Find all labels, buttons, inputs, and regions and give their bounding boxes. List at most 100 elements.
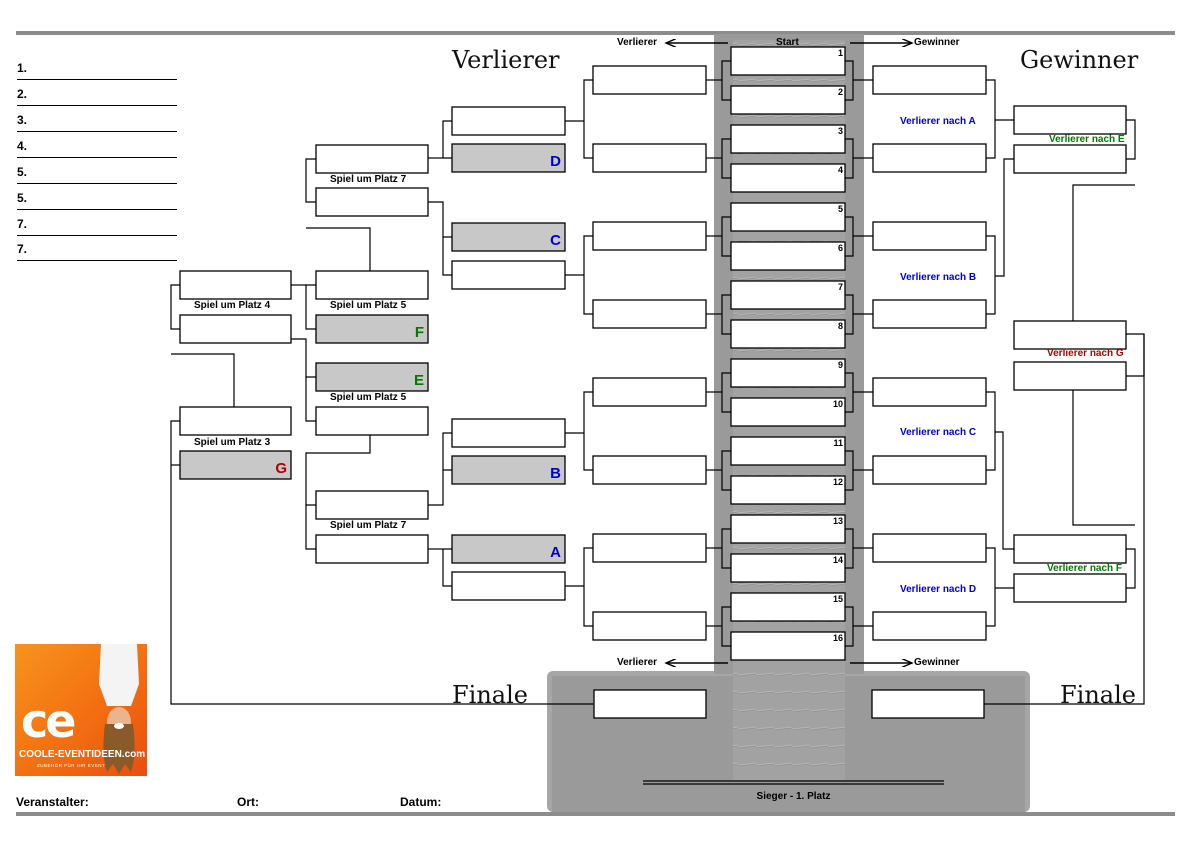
connector-line xyxy=(583,79,593,159)
connector-line xyxy=(995,431,1014,550)
start-match-slot[interactable] xyxy=(730,514,846,544)
loser-round1-slot[interactable] xyxy=(592,299,707,329)
winner-round1-slot[interactable] xyxy=(872,611,987,641)
connector-line xyxy=(428,201,444,237)
rank-label: 7. xyxy=(17,242,28,256)
start-match-slot[interactable] xyxy=(730,631,846,661)
loser-round3-slot[interactable] xyxy=(315,406,429,436)
start-match-slot[interactable] xyxy=(730,85,846,115)
rank-row[interactable]: 7. xyxy=(17,242,177,261)
start-match-slot[interactable] xyxy=(730,241,846,271)
start-match-slot[interactable] xyxy=(730,475,846,505)
winner-round2-slot[interactable] xyxy=(1013,105,1127,135)
rank-row[interactable]: 7. xyxy=(17,217,177,236)
winner-round1-slot[interactable] xyxy=(872,455,987,485)
start-match-slot[interactable] xyxy=(730,280,846,310)
connector-line xyxy=(442,432,452,471)
champion-label: Sieger - 1. Platz xyxy=(756,791,831,802)
loser-round1-slot[interactable] xyxy=(592,377,707,407)
match-number: 4 xyxy=(838,165,843,175)
organizer-label: Veranstalter: xyxy=(16,795,89,809)
loser-marker-slot[interactable] xyxy=(451,143,566,173)
logo-tagline: ZUBEHÖR FÜR IHR EVENT xyxy=(37,763,106,768)
rank-row[interactable]: 5. xyxy=(17,191,177,210)
loser-round1-slot[interactable] xyxy=(592,143,707,173)
connector-line xyxy=(1072,390,1135,526)
loser-marker-c: C xyxy=(550,232,561,249)
connector-line xyxy=(986,235,996,315)
label-place-7: Spiel um Platz 7 xyxy=(330,174,407,185)
start-match-slot[interactable] xyxy=(730,202,846,232)
loser-marker-slot[interactable] xyxy=(315,314,429,344)
winner-round1-slot[interactable] xyxy=(872,221,987,251)
start-match-slot[interactable] xyxy=(730,397,846,427)
connector-line xyxy=(171,353,235,407)
loser-round3-slot[interactable] xyxy=(315,144,429,174)
start-match-slot[interactable] xyxy=(730,358,846,388)
loser-round1-slot[interactable] xyxy=(592,611,707,641)
loser-round2-slot[interactable] xyxy=(451,418,566,448)
winner-round1-slot[interactable] xyxy=(872,65,987,95)
connector-line xyxy=(305,284,316,330)
winner-round2-slot[interactable] xyxy=(1013,361,1127,391)
connector-line xyxy=(305,376,316,422)
loser-marker-f: F xyxy=(415,324,424,341)
loser-round2-slot[interactable] xyxy=(451,106,566,136)
loser-round3-slot[interactable] xyxy=(315,270,429,300)
connector-line xyxy=(583,235,593,315)
place4-slot[interactable] xyxy=(179,314,292,344)
loser-marker-slot[interactable] xyxy=(451,222,566,252)
rank-row[interactable]: 4. xyxy=(17,139,177,158)
loser-round1-slot[interactable] xyxy=(592,221,707,251)
place3-slot[interactable] xyxy=(179,406,292,436)
loser-marker-slot[interactable] xyxy=(179,450,292,480)
start-match-slot[interactable] xyxy=(730,163,846,193)
loser-round3-slot[interactable] xyxy=(315,534,429,564)
start-match-slot[interactable] xyxy=(730,436,846,466)
rank-label: 5. xyxy=(17,191,28,205)
winner-round2-slot[interactable] xyxy=(1013,144,1127,174)
connector-line xyxy=(305,158,316,203)
loser-round2-slot[interactable] xyxy=(451,571,566,601)
place4-slot[interactable] xyxy=(179,270,292,300)
loser-marker-slot[interactable] xyxy=(451,455,566,485)
match-number: 16 xyxy=(833,633,843,643)
loser-marker-slot[interactable] xyxy=(315,362,429,392)
start-match-slot[interactable] xyxy=(730,319,846,349)
loser-round1-slot[interactable] xyxy=(592,455,707,485)
start-match-slot[interactable] xyxy=(730,46,846,76)
winner-round1-slot[interactable] xyxy=(872,377,987,407)
rank-label: 5. xyxy=(17,165,28,179)
winner-round1-slot[interactable] xyxy=(872,143,987,173)
loser-round1-slot[interactable] xyxy=(592,533,707,563)
rank-row[interactable]: 1. xyxy=(17,61,177,80)
final-winner-slot[interactable] xyxy=(871,689,985,719)
final-loser-slot[interactable] xyxy=(593,689,707,719)
loser-marker-b: B xyxy=(550,465,561,482)
loser-marker-slot[interactable] xyxy=(451,534,566,564)
winner-round2-slot[interactable] xyxy=(1013,573,1127,603)
rank-row[interactable]: 3. xyxy=(17,113,177,132)
winner-round2-slot[interactable] xyxy=(1013,534,1127,564)
loser-round3-slot[interactable] xyxy=(315,187,429,217)
loser-round1-slot[interactable] xyxy=(592,65,707,95)
rank-row[interactable]: 5. xyxy=(17,165,177,184)
loser-round2-slot[interactable] xyxy=(451,260,566,290)
rank-label: 4. xyxy=(17,139,28,153)
start-match-slot[interactable] xyxy=(730,592,846,622)
winner-round2-slot[interactable] xyxy=(1013,320,1127,350)
winner-round1-slot[interactable] xyxy=(872,533,987,563)
note-loser-to-c: Verlierer nach C xyxy=(900,427,977,438)
loser-marker-e: E xyxy=(414,372,424,389)
logo-mark: ce xyxy=(21,694,76,748)
winner-round1-slot[interactable] xyxy=(872,299,987,329)
connector-line xyxy=(305,435,371,505)
connector-line xyxy=(170,284,180,330)
rank-row[interactable]: 2. xyxy=(17,87,177,106)
connector-line xyxy=(986,79,996,159)
start-match-slot[interactable] xyxy=(730,124,846,154)
loser-round3-slot[interactable] xyxy=(315,490,429,520)
start-match-slot[interactable] xyxy=(730,553,846,583)
loser-marker-g: G xyxy=(275,460,287,477)
